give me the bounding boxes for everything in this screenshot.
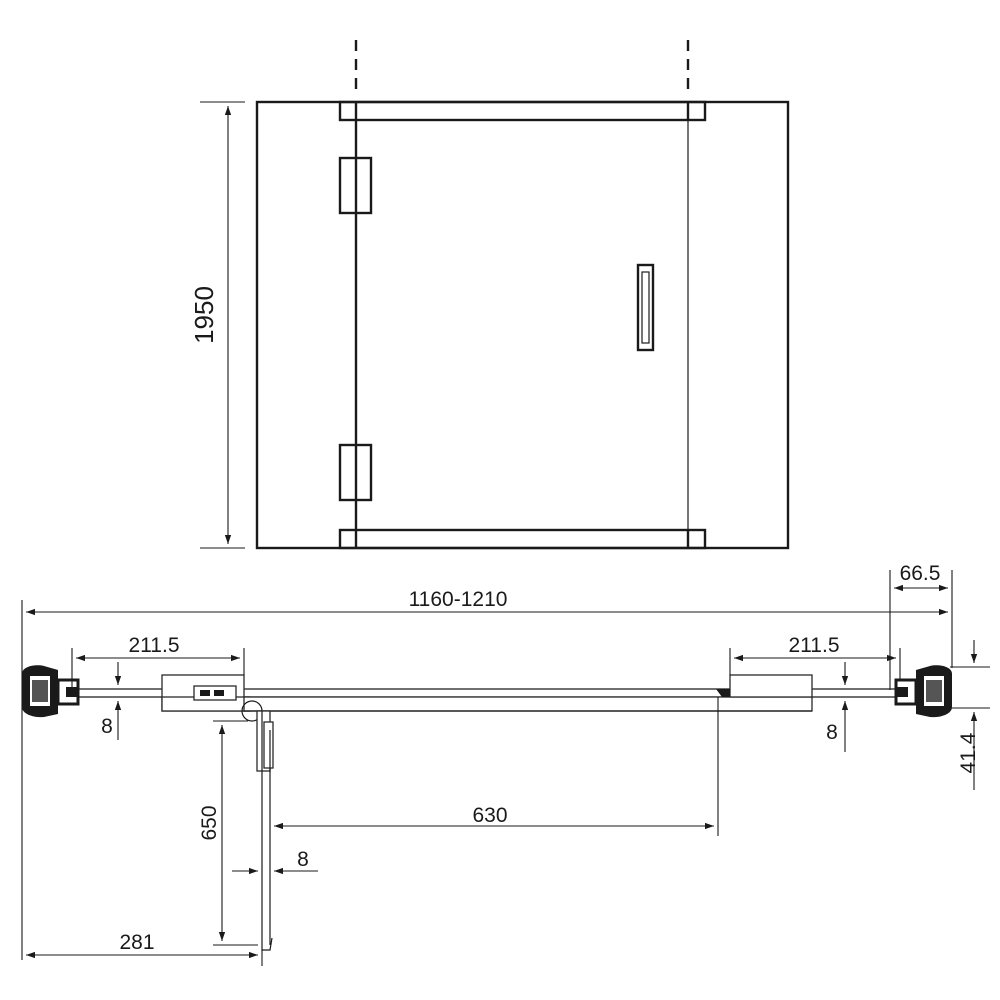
right-wall-profile bbox=[894, 665, 952, 718]
front-elevation: 1950 bbox=[189, 40, 790, 550]
profile-width-text: 66.5 bbox=[900, 562, 941, 585]
left-gap-text: 8 bbox=[101, 715, 113, 738]
left-clamp-screw bbox=[200, 690, 210, 696]
door-handle-inner bbox=[641, 271, 650, 344]
total-width-text: 1160-1210 bbox=[409, 588, 508, 611]
hinge-position-text: 281 bbox=[119, 931, 154, 954]
plan-view: 1160-1210 66.5 211.5 211.5 8 8 41.4 630 bbox=[21, 562, 990, 966]
door-handle bbox=[636, 263, 655, 352]
left-wall-profile bbox=[22, 665, 80, 718]
profile-depth-text: 41.4 bbox=[957, 732, 980, 773]
enclosure-outline bbox=[255, 100, 790, 550]
bottom-rail bbox=[338, 528, 707, 550]
door-offset-text: 8 bbox=[297, 848, 309, 871]
right-fixed-panel bbox=[729, 674, 813, 698]
door-hinge-plate bbox=[263, 721, 274, 769]
right-gap-text: 8 bbox=[826, 721, 838, 744]
main-glass-panel bbox=[243, 696, 813, 712]
door-width-text: 630 bbox=[472, 804, 507, 827]
door-swing-text: 650 bbox=[198, 805, 221, 840]
right-door-stopper bbox=[716, 689, 730, 697]
door-end-seal bbox=[261, 937, 273, 951]
top-rail bbox=[338, 100, 707, 122]
height-dimension-text: 1950 bbox=[189, 286, 219, 344]
right-panel-text: 211.5 bbox=[789, 634, 840, 657]
left-clamp-screw-2 bbox=[214, 690, 224, 696]
left-panel-text: 211.5 bbox=[129, 634, 180, 657]
